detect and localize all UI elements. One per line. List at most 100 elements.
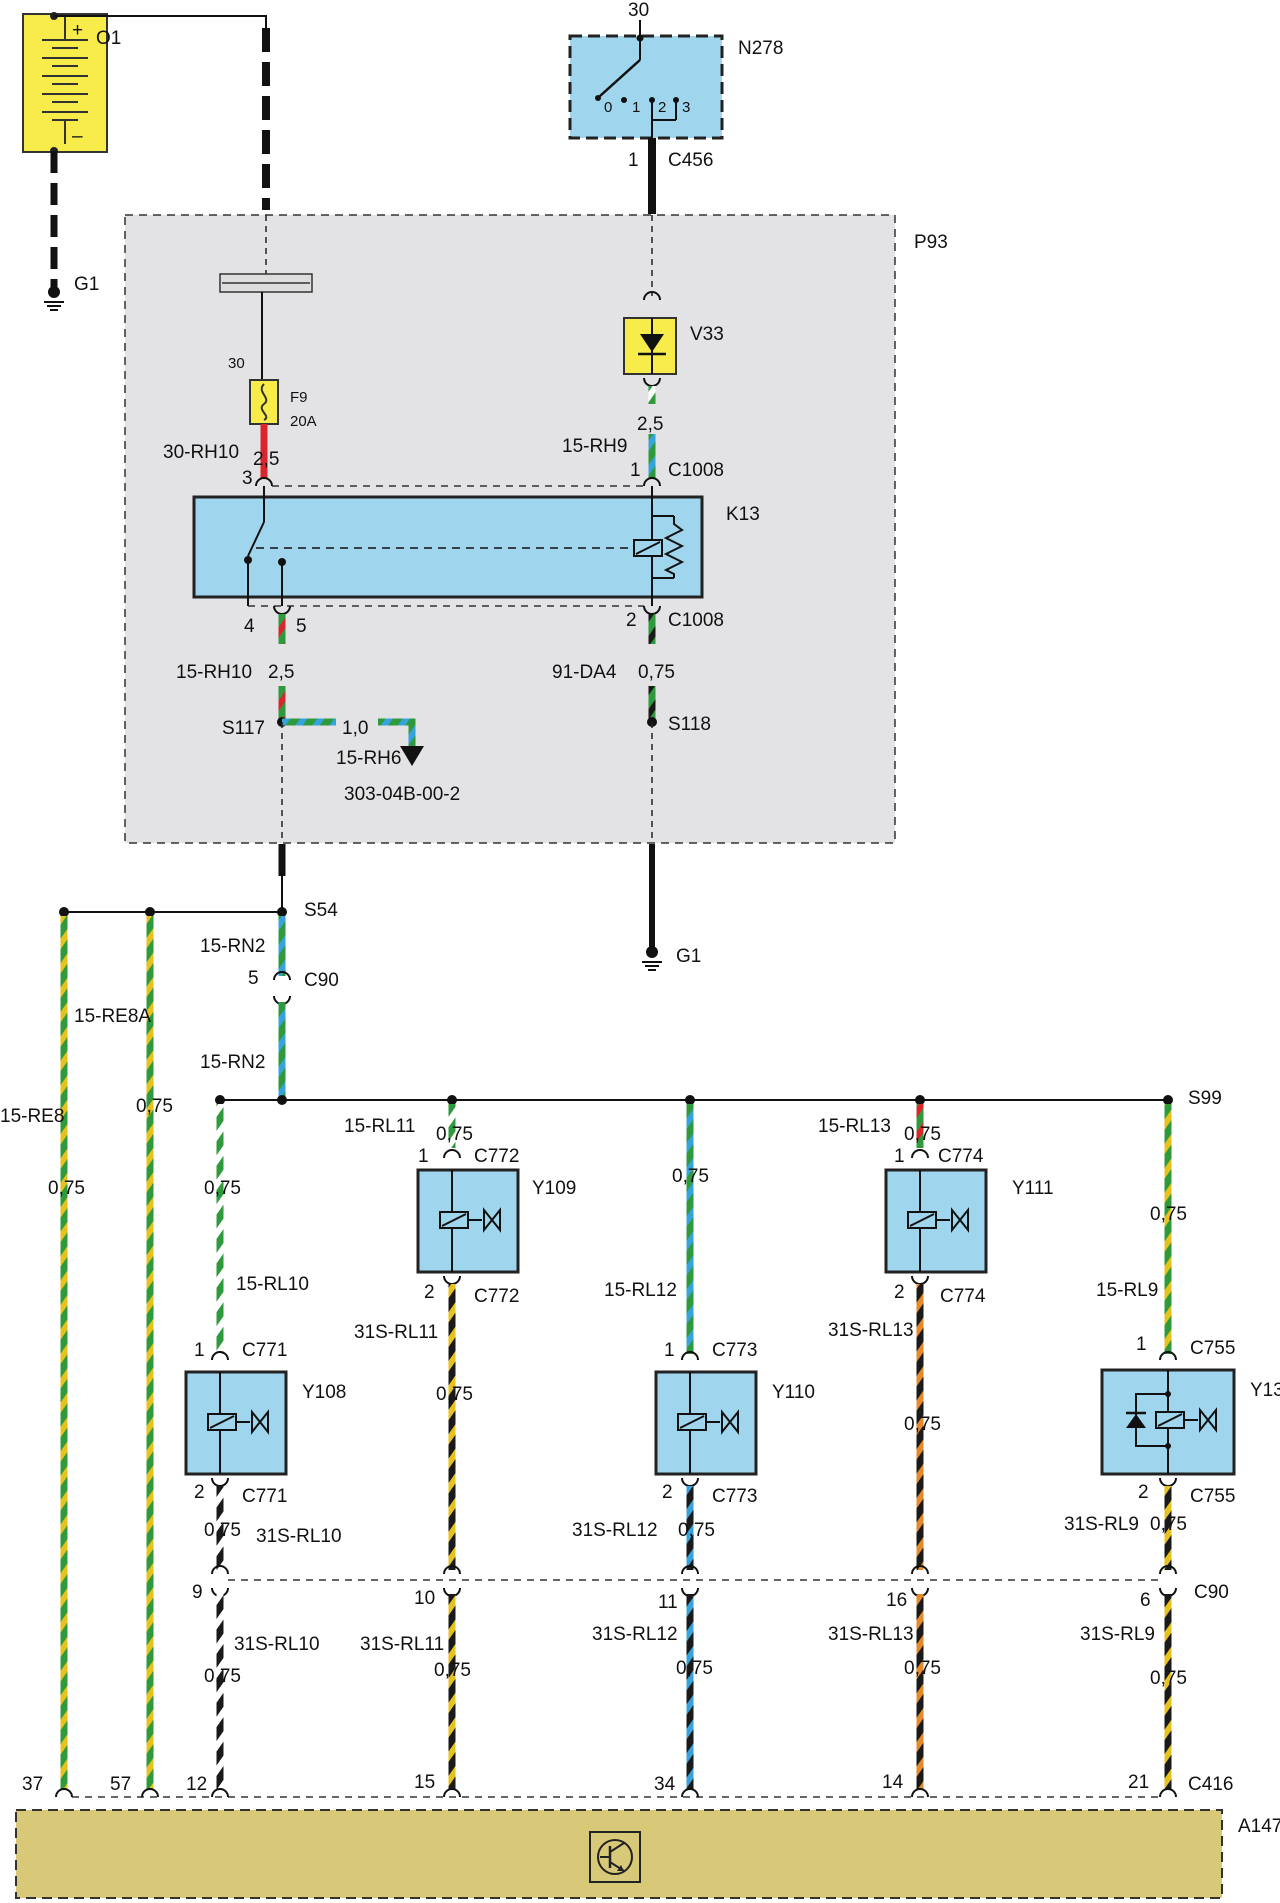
- y109-conn-2: C772: [474, 1286, 519, 1307]
- battery-o1: + –: [22, 12, 108, 155]
- page-reference: 303-04B-00-2: [344, 784, 460, 805]
- wire-15-rl11-size: 0,75: [436, 1124, 473, 1145]
- y13-pin-2: 2: [1138, 1482, 1149, 1503]
- relay-k13: [192, 495, 704, 599]
- y109-pin-2: 2: [424, 1282, 435, 1303]
- y13-conn-2: C755: [1190, 1486, 1235, 1507]
- wire-31s-rl9-b-label: 31S-RL9: [1080, 1624, 1155, 1645]
- wire-31s-rl9-a-size: 0,75: [1150, 1514, 1187, 1535]
- relay-pin-4: 4: [244, 616, 255, 637]
- wire-15-rl9-size: 0,75: [1150, 1204, 1187, 1225]
- c90-pin-6: 6: [1140, 1590, 1151, 1611]
- splice-s54-label: S54: [304, 900, 338, 921]
- c416-pin-14: 14: [882, 1772, 904, 1793]
- battery-label: O1: [96, 28, 121, 49]
- y108-conn: C771: [242, 1340, 287, 1361]
- relay-pin-1: 1: [630, 460, 641, 481]
- wire-15-rh6-size: 1,0: [342, 718, 368, 739]
- y111-label: Y111: [1012, 1178, 1054, 1199]
- wire-31s-rl12-b-size: 0,75: [676, 1658, 713, 1679]
- wire-15-rl13-size: 0,75: [904, 1124, 941, 1145]
- c416-pin-15: 15: [414, 1772, 435, 1793]
- wire-31s-rl13-a-label: 31S-RL13: [828, 1320, 914, 1341]
- wire-15-re8-size: 0,75: [48, 1178, 85, 1199]
- wire-31s-rl11-b-label: 31S-RL11: [360, 1634, 444, 1655]
- splice-s99-label: S99: [1188, 1088, 1222, 1109]
- wire-15-re8a-label: 15-RE8A: [74, 1006, 151, 1027]
- relay-conn-top: C1008: [668, 460, 724, 481]
- y111-pin-1: 1: [894, 1146, 905, 1167]
- wire-15-rn2-label-a: 15-RN2: [200, 936, 265, 957]
- wire-15-rl12-size: 0,75: [672, 1166, 709, 1187]
- switch-pos-0: 0: [604, 99, 612, 116]
- wire-31s-rl12-a-label: 31S-RL12: [572, 1520, 658, 1541]
- relay-label: K13: [726, 504, 760, 525]
- valve-y108: [184, 1370, 288, 1476]
- y110-label: Y110: [772, 1382, 815, 1403]
- fuse-rating: 20A: [290, 413, 317, 430]
- y110-pin-2: 2: [662, 1482, 673, 1503]
- wire-31s-rl10-b-label: 31S-RL10: [234, 1634, 320, 1655]
- wire-15-rh6-label: 15-RH6: [336, 748, 401, 769]
- diode-v33: [623, 317, 677, 375]
- y110-conn-2: C773: [712, 1486, 757, 1507]
- relay-pin-2: 2: [626, 610, 637, 631]
- fuse-term-label: 30: [228, 355, 245, 372]
- c416-pin-34: 34: [654, 1774, 676, 1795]
- ground-symbol-mid-icon: [642, 946, 662, 971]
- y13-conn: C755: [1190, 1338, 1235, 1359]
- wire-15-rh10-label: 15-RH10: [176, 662, 252, 683]
- ignition-switch-n278: 0 1 2 3: [568, 34, 724, 140]
- y108-label: Y108: [302, 1382, 346, 1403]
- wire-15-rn2-label-b: 15-RN2: [200, 1052, 265, 1073]
- wire-31s-rl13-b-label: 31S-RL13: [828, 1624, 914, 1645]
- wire-15-rl10-label: 15-RL10: [236, 1274, 309, 1295]
- relay-contact: [244, 486, 286, 606]
- battery-positive-wire: [54, 15, 267, 28]
- wire-91-da4-size: 0,75: [638, 662, 675, 683]
- wire-31s-rl13-a-size: 0,75: [904, 1414, 941, 1435]
- wire-15-rh10-size: 2,5: [268, 662, 294, 683]
- splice-s117-label: S117: [222, 718, 265, 739]
- wire-15-rl13-label: 15-RL13: [818, 1116, 891, 1137]
- switch-pos-3: 3: [682, 99, 690, 116]
- y111-conn: C774: [938, 1146, 984, 1167]
- y13-pin-1: 1: [1136, 1334, 1147, 1355]
- wire-30-rh10-size: 2,5: [253, 449, 279, 470]
- y110-pin-1: 1: [664, 1340, 675, 1361]
- c90-pin-16: 16: [886, 1590, 907, 1611]
- wire-31s-rl10-a-label: 31S-RL10: [256, 1526, 342, 1547]
- y111-conn-2: C774: [940, 1286, 986, 1307]
- wire-31s-rl12-a-size: 0,75: [678, 1520, 715, 1541]
- relay-conn-bottom: C1008: [668, 610, 724, 631]
- wire-31s-rl11-a-size: 0,75: [436, 1384, 473, 1405]
- wire-31s-rl11-a-label: 31S-RL11: [354, 1322, 438, 1343]
- wire-31s-rl9-a-label: 31S-RL9: [1064, 1514, 1139, 1535]
- y108-pin-1: 1: [194, 1340, 205, 1361]
- switch-pin: 1: [628, 150, 639, 171]
- valve-y13: [1100, 1368, 1236, 1476]
- c90-pin-5: 5: [248, 968, 259, 989]
- relay-coil: [633, 486, 685, 606]
- c90-pin-11: 11: [658, 1592, 678, 1613]
- y111-pin-2: 2: [894, 1282, 905, 1303]
- c416-pin-37: 37: [22, 1774, 43, 1795]
- wire-15-rl9-label: 15-RL9: [1096, 1280, 1158, 1301]
- wire-15-rl10-size: 0,75: [204, 1178, 241, 1199]
- relay-pin-5: 5: [296, 616, 307, 637]
- switch-pos-1: 1: [632, 99, 640, 116]
- wire-31s-rl9-b-size: 0,75: [1150, 1668, 1187, 1689]
- switch-label: N278: [738, 38, 783, 59]
- continuation-arrow-icon: [400, 746, 424, 766]
- switch-connector: C456: [668, 150, 713, 171]
- c416-pin-21: 21: [1128, 1772, 1149, 1793]
- c416-pin-12: 12: [186, 1774, 207, 1795]
- transistor-icon: [589, 1831, 641, 1883]
- y109-pin-1: 1: [418, 1146, 429, 1167]
- c90-label-bottom: C90: [1194, 1582, 1229, 1603]
- valve-y111: [884, 1168, 988, 1274]
- wire-30-rh10-label: 30-RH10: [163, 442, 239, 463]
- y109-conn: C772: [474, 1146, 519, 1167]
- module-label: P93: [914, 232, 948, 253]
